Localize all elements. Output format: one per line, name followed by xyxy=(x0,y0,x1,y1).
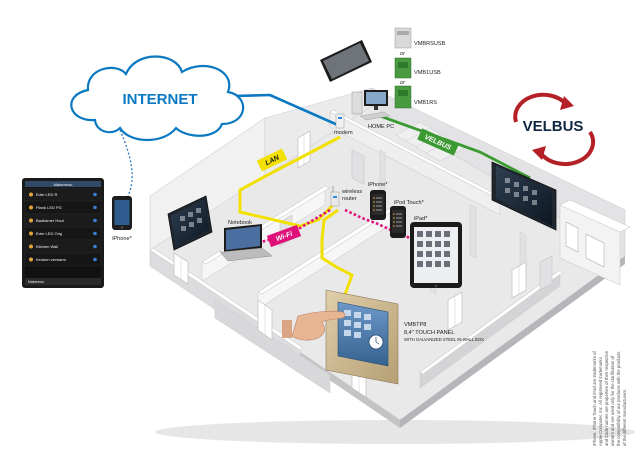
modem xyxy=(335,113,345,129)
hand-illustration xyxy=(282,310,346,341)
internet-cloud: INTERNET xyxy=(70,55,245,141)
or-label-1: or xyxy=(400,51,406,57)
lan-tag: LAN xyxy=(256,148,288,172)
touch-panel-subtitle: WITH GALVANIZED STEEL IN-WALL BOX xyxy=(404,337,484,342)
phone-menu-item: Kitchen Wall xyxy=(36,244,58,249)
modem-label: modem xyxy=(334,130,353,136)
phone-menu-item: Keuken verwarm xyxy=(36,257,67,262)
wall-screen-left xyxy=(167,195,213,251)
home-pc-label: HOME PC xyxy=(368,124,394,130)
velbus-brand-text: VELBUS xyxy=(523,118,584,135)
wireless-router-label-2: router xyxy=(342,196,357,202)
touch-panel xyxy=(325,289,399,385)
interface-modules xyxy=(394,27,412,109)
vmb1usb-label: VMB1USB xyxy=(414,70,441,76)
phone-menu-item: Plank LED PG xyxy=(36,205,62,210)
ipod-touch-label: iPod Touch* xyxy=(394,200,425,206)
home-pc xyxy=(320,40,391,121)
phone-menu-header: Mainmenu xyxy=(54,182,73,187)
iphone-remote-label: iPhone* xyxy=(112,236,132,242)
wireless-router-label-1: wireless xyxy=(341,189,362,195)
disclaimer-line: Apple Computer, Inc. All registered trad… xyxy=(598,357,603,446)
disclaimer-line: owners and are used only for the clarifi… xyxy=(610,355,615,446)
remote-phone-app: Mainmenu Eder LED R Plank LED PG Badkame… xyxy=(22,178,104,288)
phone-menu-item: Eder LED R xyxy=(36,192,57,197)
ipad-device xyxy=(410,222,462,288)
notebook-label: Notebook xyxy=(228,220,252,226)
wifi-tag: Wi-Fi xyxy=(266,224,302,248)
velbus-link xyxy=(379,114,531,180)
wireless-router xyxy=(330,186,340,207)
disclaimer-line: the compatibility of our products with t… xyxy=(616,352,621,446)
velbus-logo: VELBUS xyxy=(513,92,596,167)
phone-menu-item: Eder LED Orig xyxy=(36,231,62,236)
lan-link-panel xyxy=(320,208,354,303)
vmbrsusb-label: VMBRSUSB xyxy=(414,41,446,47)
ipad-label: iPad* xyxy=(414,216,428,222)
phone-footer-left: Mainmenu xyxy=(28,280,44,284)
remote-link xyxy=(119,129,133,197)
wall-screen-right xyxy=(491,161,557,231)
disclaimer-line: and trade names are properties of their … xyxy=(604,350,609,446)
disclaimer-line: of the different manufacturers. xyxy=(622,389,627,446)
iphone-house-label: iPhone* xyxy=(368,182,388,188)
phone-menu-item: Badkamer Hout xyxy=(36,218,65,223)
ipod-touch-device xyxy=(390,206,406,238)
phone-menu-list: Eder LED R Plank LED PG Badkamer Hout Ed… xyxy=(24,187,102,267)
disclaimer-line: iPhone, iPhone Touch and iPad are tradem… xyxy=(592,350,597,446)
house-floorplan xyxy=(149,87,635,444)
iphone-device xyxy=(370,190,386,220)
lan-link xyxy=(238,135,341,228)
touch-panel-title: 8,4" TOUCH PANEL xyxy=(404,330,454,336)
or-label-2: or xyxy=(400,80,406,86)
touch-panel-model: VMBTP8 xyxy=(404,322,426,328)
internet-label: INTERNET xyxy=(123,91,198,108)
notebook xyxy=(219,224,273,262)
remote-iphone-icon xyxy=(112,196,132,230)
vmb1rs-label: VMB1RS xyxy=(414,100,437,106)
trademark-disclaimer: iPhone, iPhone Touch and iPad are tradem… xyxy=(592,350,627,446)
